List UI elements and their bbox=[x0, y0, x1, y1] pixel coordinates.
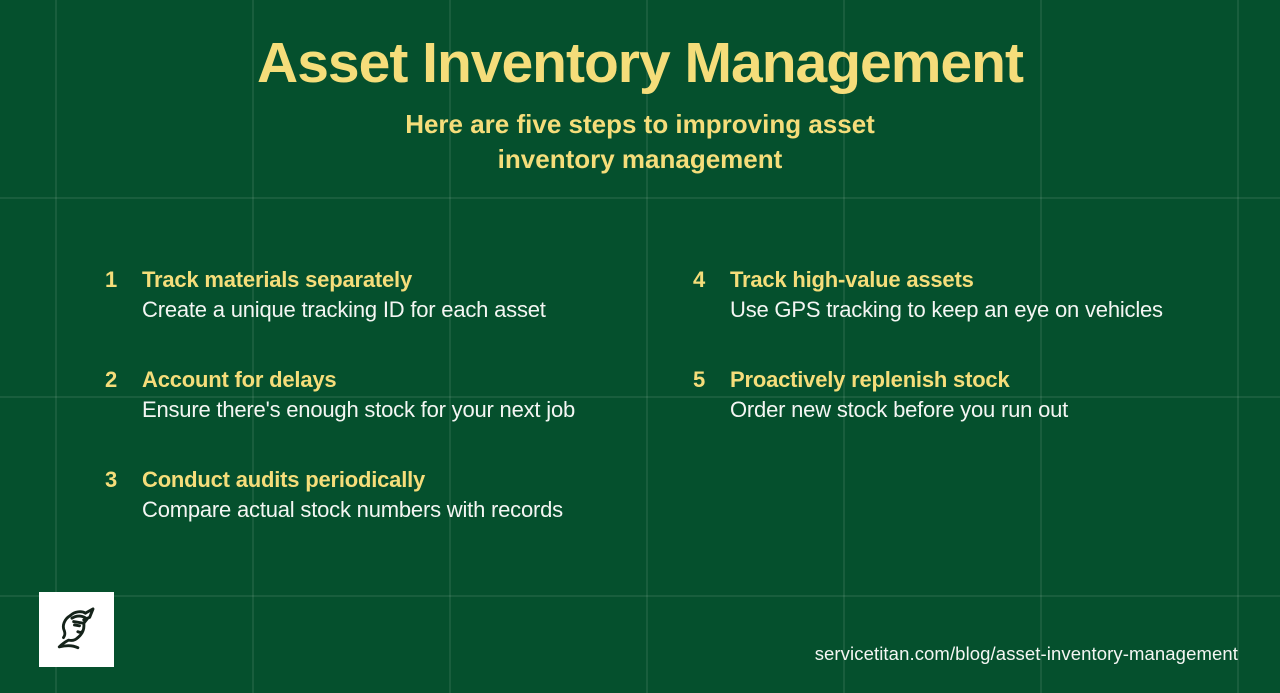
step-description: Compare actual stock numbers with record… bbox=[142, 497, 563, 522]
subtitle-line-1: Here are five steps to improving asset bbox=[405, 109, 875, 139]
step-number: 3 bbox=[105, 467, 118, 492]
steps-column-right: 4 Track high-value assets Use GPS tracki… bbox=[693, 265, 1253, 465]
step-title: Track materials separately bbox=[142, 267, 412, 292]
step-body: Account for delays Ensure there's enough… bbox=[142, 365, 665, 425]
step-number: 2 bbox=[105, 367, 118, 392]
step-item-5: 5 Proactively replenish stock Order new … bbox=[693, 365, 1253, 425]
step-title: Proactively replenish stock bbox=[730, 367, 1010, 392]
step-description: Ensure there's enough stock for your nex… bbox=[142, 397, 576, 422]
step-description: Use GPS tracking to keep an eye on vehic… bbox=[730, 297, 1163, 322]
step-number: 5 bbox=[693, 367, 706, 392]
step-item-4: 4 Track high-value assets Use GPS tracki… bbox=[693, 265, 1253, 325]
step-body: Conduct audits periodically Compare actu… bbox=[142, 465, 665, 525]
step-title: Conduct audits periodically bbox=[142, 467, 426, 492]
steps-column-left: 1 Track materials separately Create a un… bbox=[105, 265, 665, 565]
step-number: 1 bbox=[105, 267, 118, 292]
header: Asset Inventory Management Here are five… bbox=[0, 32, 1280, 177]
page-subtitle: Here are five steps to improving asset i… bbox=[0, 107, 1280, 177]
step-body: Track materials separately Create a uniq… bbox=[142, 265, 665, 325]
step-item-1: 1 Track materials separately Create a un… bbox=[105, 265, 665, 325]
step-body: Proactively replenish stock Order new st… bbox=[730, 365, 1253, 425]
step-item-2: 2 Account for delays Ensure there's enou… bbox=[105, 365, 665, 425]
titan-head-icon bbox=[57, 606, 94, 649]
step-body: Track high-value assets Use GPS tracking… bbox=[730, 265, 1253, 325]
step-title: Track high-value assets bbox=[730, 267, 974, 292]
servicetitan-logo bbox=[39, 592, 114, 667]
step-description: Order new stock before you run out bbox=[730, 397, 1069, 422]
step-description: Create a unique tracking ID for each ass… bbox=[142, 297, 546, 322]
step-number: 4 bbox=[693, 267, 706, 292]
blog-url[interactable]: servicetitan.com/blog/asset-inventory-ma… bbox=[814, 643, 1238, 664]
page-title: Asset Inventory Management bbox=[257, 31, 1024, 95]
step-item-3: 3 Conduct audits periodically Compare ac… bbox=[105, 465, 665, 525]
subtitle-line-2: inventory management bbox=[497, 144, 783, 174]
step-title: Account for delays bbox=[142, 367, 337, 392]
